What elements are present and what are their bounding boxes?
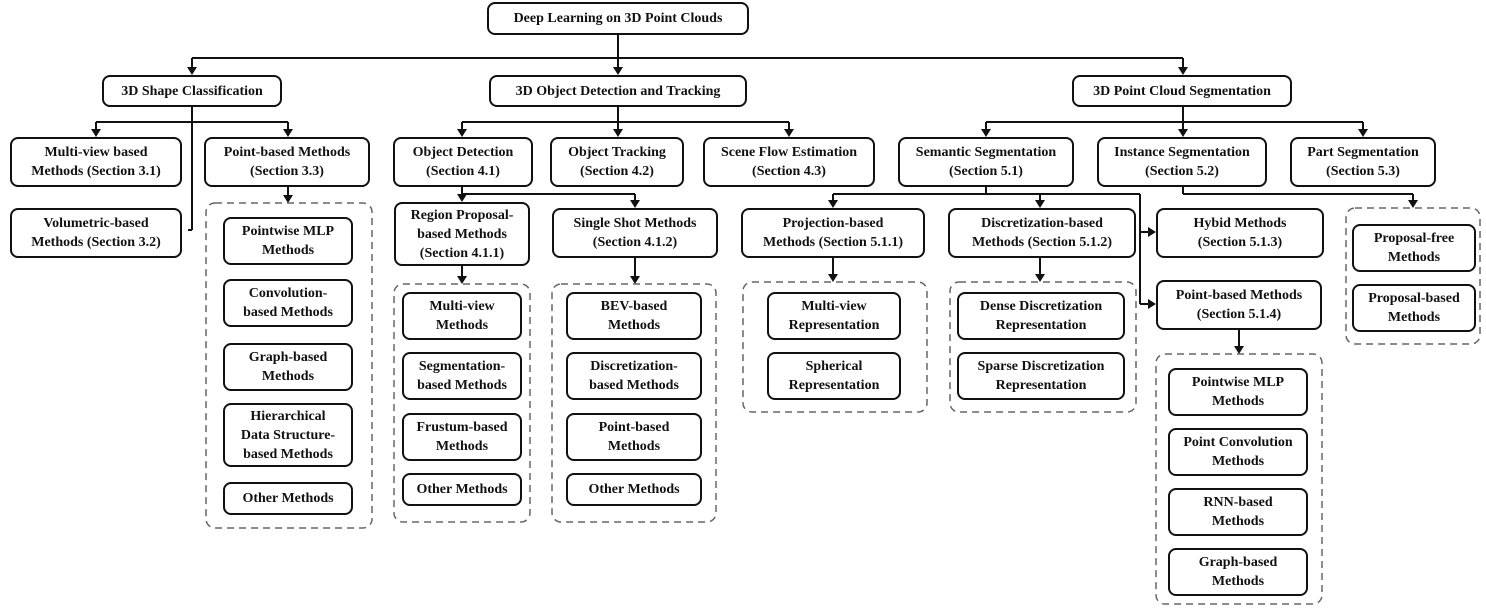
leaf-dense-discretization-representation: Dense Discretization Representation — [957, 292, 1125, 340]
leaf-point-convolution-methods: Point Convolution Methods — [1168, 428, 1308, 476]
node-part-segmentation-5-3: Part Segmentation (Section 5.3) — [1290, 137, 1436, 187]
leaf-point-based-methods-det: Point-based Methods — [566, 413, 702, 461]
arrowhead-down — [630, 200, 640, 208]
node-single-shot-methods-4-1-2: Single Shot Methods (Section 4.1.2) — [552, 208, 718, 258]
leaf-graph-based-methods-seg: Graph-based Methods — [1168, 548, 1308, 596]
leaf-rnn-based-methods: RNN-based Methods — [1168, 488, 1308, 536]
leaf-hierarchical-data-structure-methods: Hierarchical Data Structure- based Metho… — [223, 403, 353, 467]
leaf-segmentation-based-methods: Segmentation- based Methods — [402, 352, 522, 400]
arrowhead-down — [457, 276, 467, 284]
leaf-proposal-based-methods: Proposal-based Methods — [1352, 284, 1476, 332]
node-scene-flow-estimation-4-3: Scene Flow Estimation (Section 4.3) — [703, 137, 875, 187]
arrowhead-down — [91, 129, 101, 137]
group-box-single-shot — [551, 283, 717, 523]
leaf-discretization-based-methods-det: Discretization- based Methods — [566, 352, 702, 400]
group-box-point-based-seg — [1155, 353, 1323, 605]
node-volumetric-methods-3-2: Volumetric-based Methods (Section 3.2) — [10, 208, 182, 258]
group-box-region-proposal — [393, 283, 531, 523]
group-box-projection-based — [742, 281, 928, 413]
arrowhead-down — [784, 129, 794, 137]
arrowhead-down — [1178, 67, 1188, 75]
leaf-other-methods-cls: Other Methods — [223, 482, 353, 515]
arrowhead-down — [283, 195, 293, 203]
leaf-other-methods-single: Other Methods — [566, 473, 702, 506]
node-region-proposal-methods-4-1-1: Region Proposal- based Methods (Section … — [394, 202, 530, 266]
group-box-discretization-based — [949, 281, 1137, 413]
leaf-pointwise-mlp-methods-seg: Pointwise MLP Methods — [1168, 368, 1308, 416]
leaf-convolution-based-methods: Convolution- based Methods — [223, 279, 353, 327]
leaf-sparse-discretization-representation: Sparse Discretization Representation — [957, 352, 1125, 400]
arrowhead-down — [187, 67, 197, 75]
node-instance-segmentation-5-2: Instance Segmentation (Section 5.2) — [1097, 137, 1267, 187]
arrowhead-down — [1408, 200, 1418, 208]
leaf-graph-based-methods: Graph-based Methods — [223, 343, 353, 391]
node-discretization-based-methods-5-1-2: Discretization-based Methods (Section 5.… — [948, 208, 1136, 258]
node-point-based-methods-5-1-4: Point-based Methods (Section 5.1.4) — [1156, 280, 1322, 330]
node-3d-shape-classification: 3D Shape Classification — [102, 75, 282, 107]
node-object-detection-4-1: Object Detection (Section 4.1) — [393, 137, 533, 187]
arrowhead-down — [1035, 200, 1045, 208]
arrowhead-down — [283, 129, 293, 137]
leaf-spherical-representation: Spherical Representation — [767, 352, 901, 400]
leaf-bev-based-methods: BEV-based Methods — [566, 292, 702, 340]
group-box-point-based-cls — [205, 202, 373, 529]
arrowhead-down — [981, 129, 991, 137]
arrowhead-down — [1035, 274, 1045, 282]
node-object-tracking-4-2: Object Tracking (Section 4.2) — [550, 137, 684, 187]
leaf-pointwise-mlp-methods: Pointwise MLP Methods — [223, 217, 353, 265]
leaf-proposal-free-methods: Proposal-free Methods — [1352, 224, 1476, 272]
leaf-multiview-methods-det: Multi-view Methods — [402, 292, 522, 340]
arrowhead-down — [828, 200, 838, 208]
arrowhead-right — [1148, 227, 1156, 237]
arrowhead-down — [457, 129, 467, 137]
arrowhead-down — [613, 67, 623, 75]
arrowhead-down — [457, 194, 467, 202]
arrowhead-down — [828, 274, 838, 282]
arrowhead-down — [1358, 129, 1368, 137]
node-projection-based-methods-5-1-1: Projection-based Methods (Section 5.1.1) — [741, 208, 925, 258]
node-semantic-segmentation-5-1: Semantic Segmentation (Section 5.1) — [898, 137, 1074, 187]
root-node: Deep Learning on 3D Point Clouds — [487, 2, 749, 35]
leaf-frustum-based-methods: Frustum-based Methods — [402, 413, 522, 461]
leaf-other-methods-region: Other Methods — [402, 473, 522, 506]
node-3d-object-detection-tracking: 3D Object Detection and Tracking — [489, 75, 747, 107]
node-hybrid-methods-5-1-3: Hybid Methods (Section 5.1.3) — [1156, 208, 1324, 258]
arrowhead-right — [1148, 299, 1156, 309]
arrowhead-down — [1234, 346, 1244, 354]
arrowhead-down — [1178, 129, 1188, 137]
leaf-multiview-representation: Multi-view Representation — [767, 292, 901, 340]
arrowhead-down — [613, 129, 623, 137]
node-3d-point-cloud-segmentation: 3D Point Cloud Segmentation — [1072, 75, 1292, 107]
node-point-based-methods-3-3: Point-based Methods (Section 3.3) — [204, 137, 370, 187]
arrowhead-down — [630, 276, 640, 284]
node-multiview-methods-3-1: Multi-view based Methods (Section 3.1) — [10, 137, 182, 187]
